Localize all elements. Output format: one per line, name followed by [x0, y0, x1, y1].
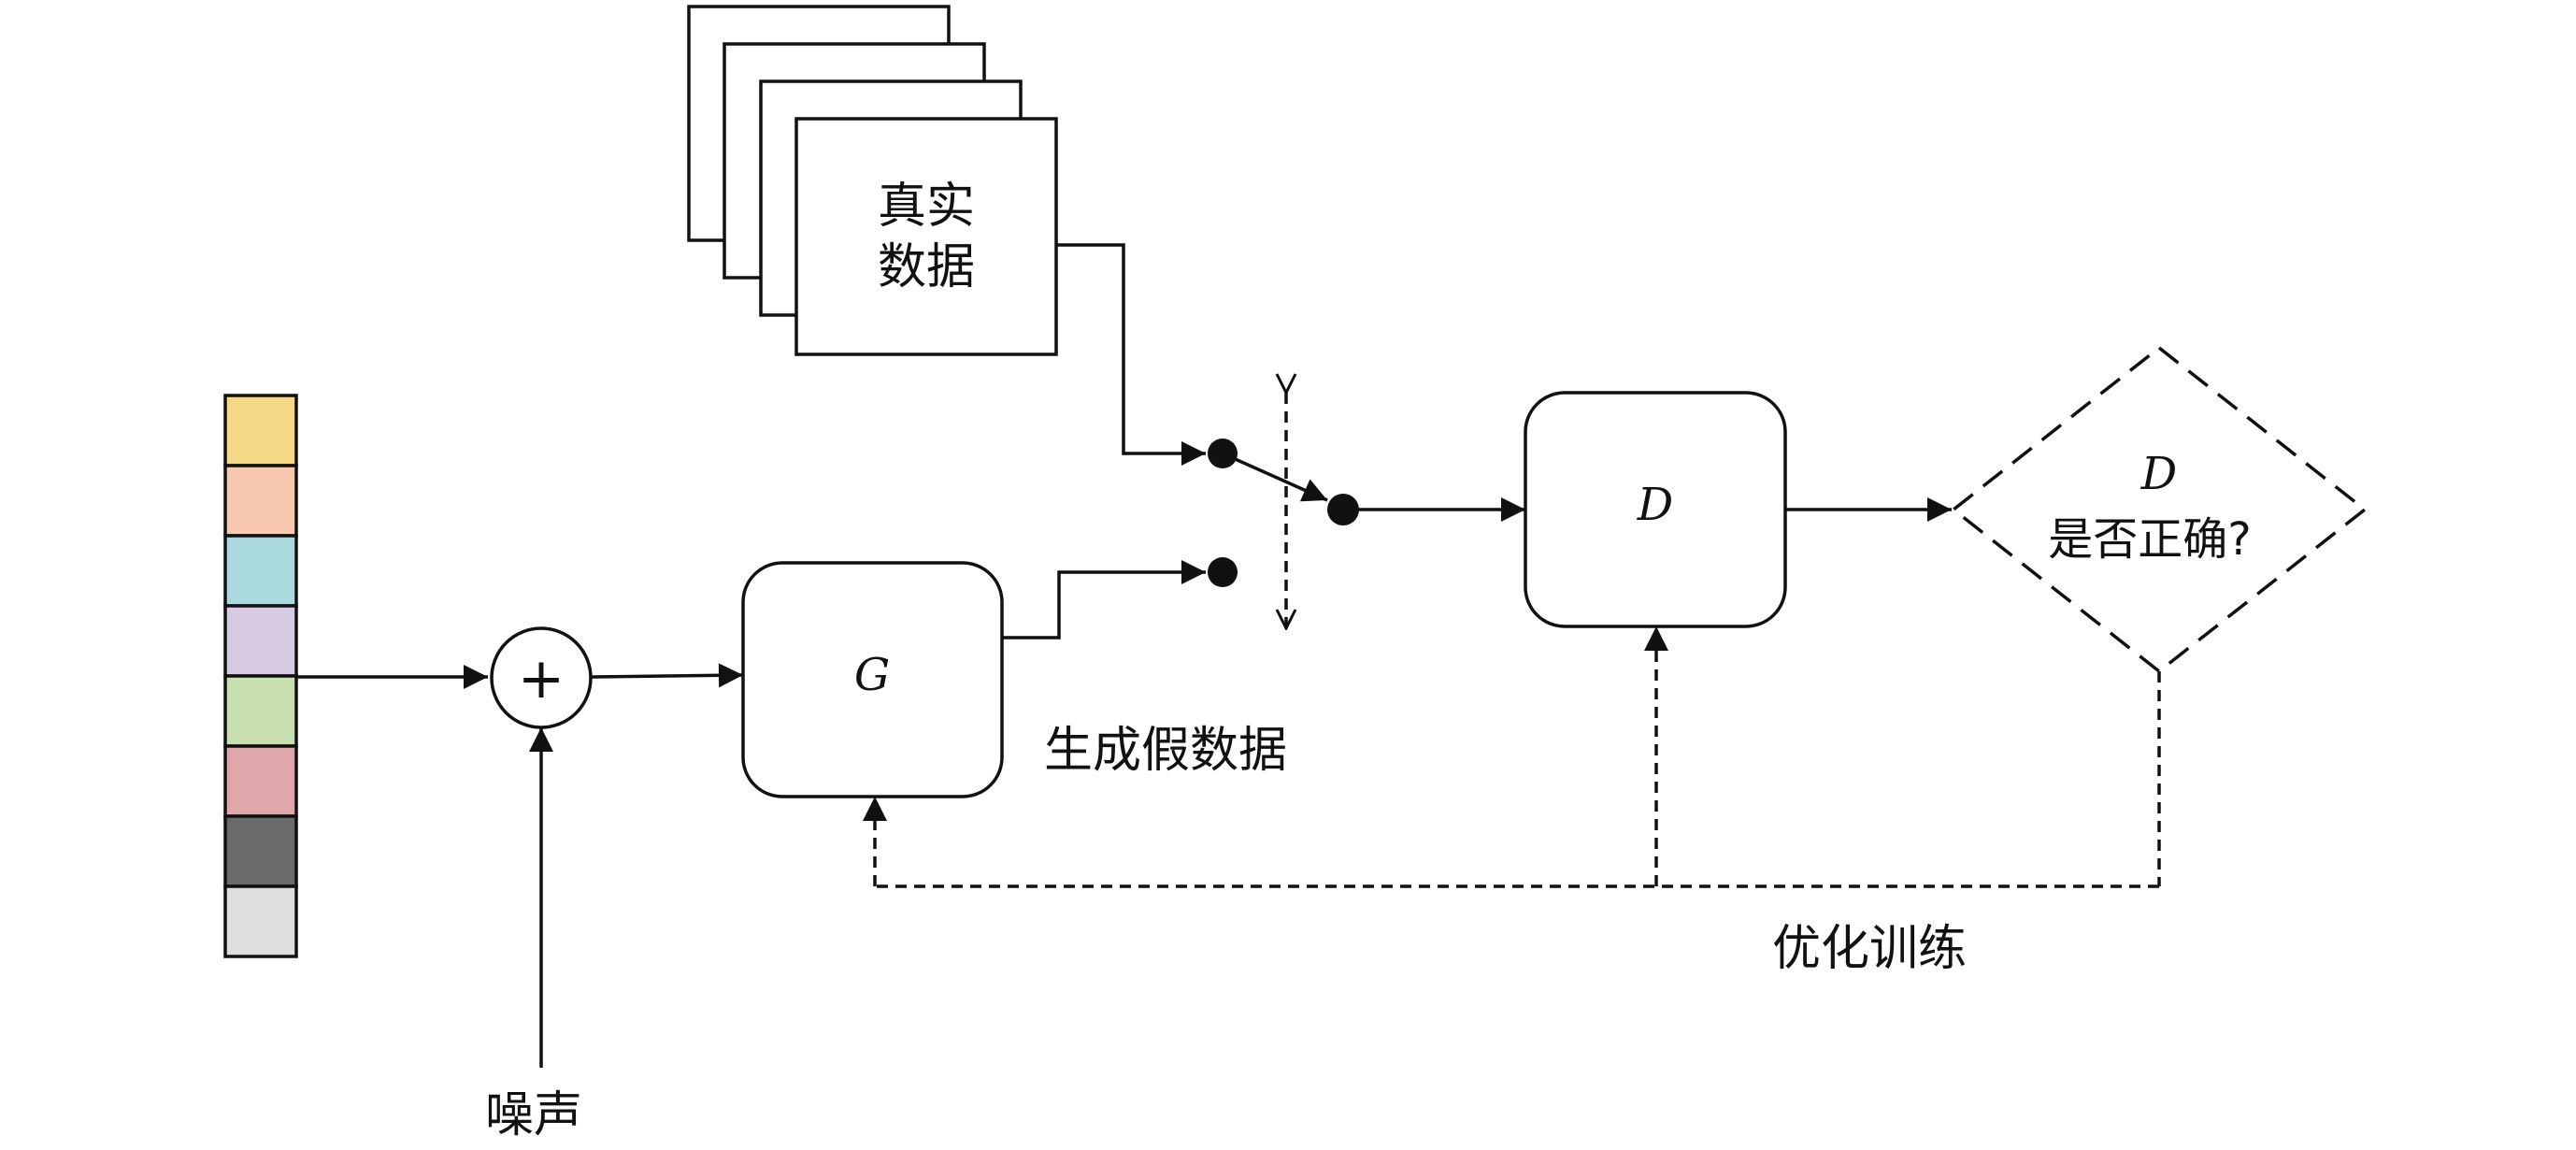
- real-data-sheet-4: [794, 117, 1058, 356]
- vector-cell-light-gray: [223, 884, 298, 958]
- optimization-feedback: [863, 626, 2161, 888]
- vector-cell-peach: [223, 464, 298, 538]
- adder: +: [490, 626, 593, 729]
- vector-cell-pink: [223, 744, 298, 818]
- decision-label-question: 是否正确?: [2048, 513, 2251, 566]
- discriminator-label: D: [1637, 479, 1673, 531]
- input-vector: [223, 394, 298, 958]
- generator-connector: [1002, 560, 1206, 640]
- plus-sign: +: [518, 646, 565, 712]
- optimize-label: 优化训练: [1772, 921, 1967, 977]
- vector-cell-light-blue: [223, 534, 298, 608]
- vector-cell-yellow: [223, 394, 298, 467]
- fake-data-label: 生成假数据: [1044, 723, 1287, 779]
- vector-cell-lavender: [223, 604, 298, 678]
- vector-cell-light-green: [223, 674, 298, 748]
- noise-label: 噪声: [485, 1087, 582, 1143]
- real-data-label-line1: 真实: [878, 179, 975, 235]
- generator-label: G: [854, 649, 890, 701]
- real-data-stack: 真实 数据: [687, 5, 1058, 356]
- adder-to-generator-arrow: [590, 663, 744, 688]
- real-data-label-line2: 数据: [878, 239, 975, 295]
- switch-node-fake: [1208, 557, 1238, 587]
- decision-label-d: D: [2140, 448, 2177, 500]
- decision-diamond: [1951, 345, 2368, 674]
- switch-lever: [1222, 452, 1328, 502]
- real-data-connector: [1056, 243, 1206, 466]
- vector-cell-dark-gray: [223, 814, 298, 888]
- data-switch: [1208, 393, 1359, 628]
